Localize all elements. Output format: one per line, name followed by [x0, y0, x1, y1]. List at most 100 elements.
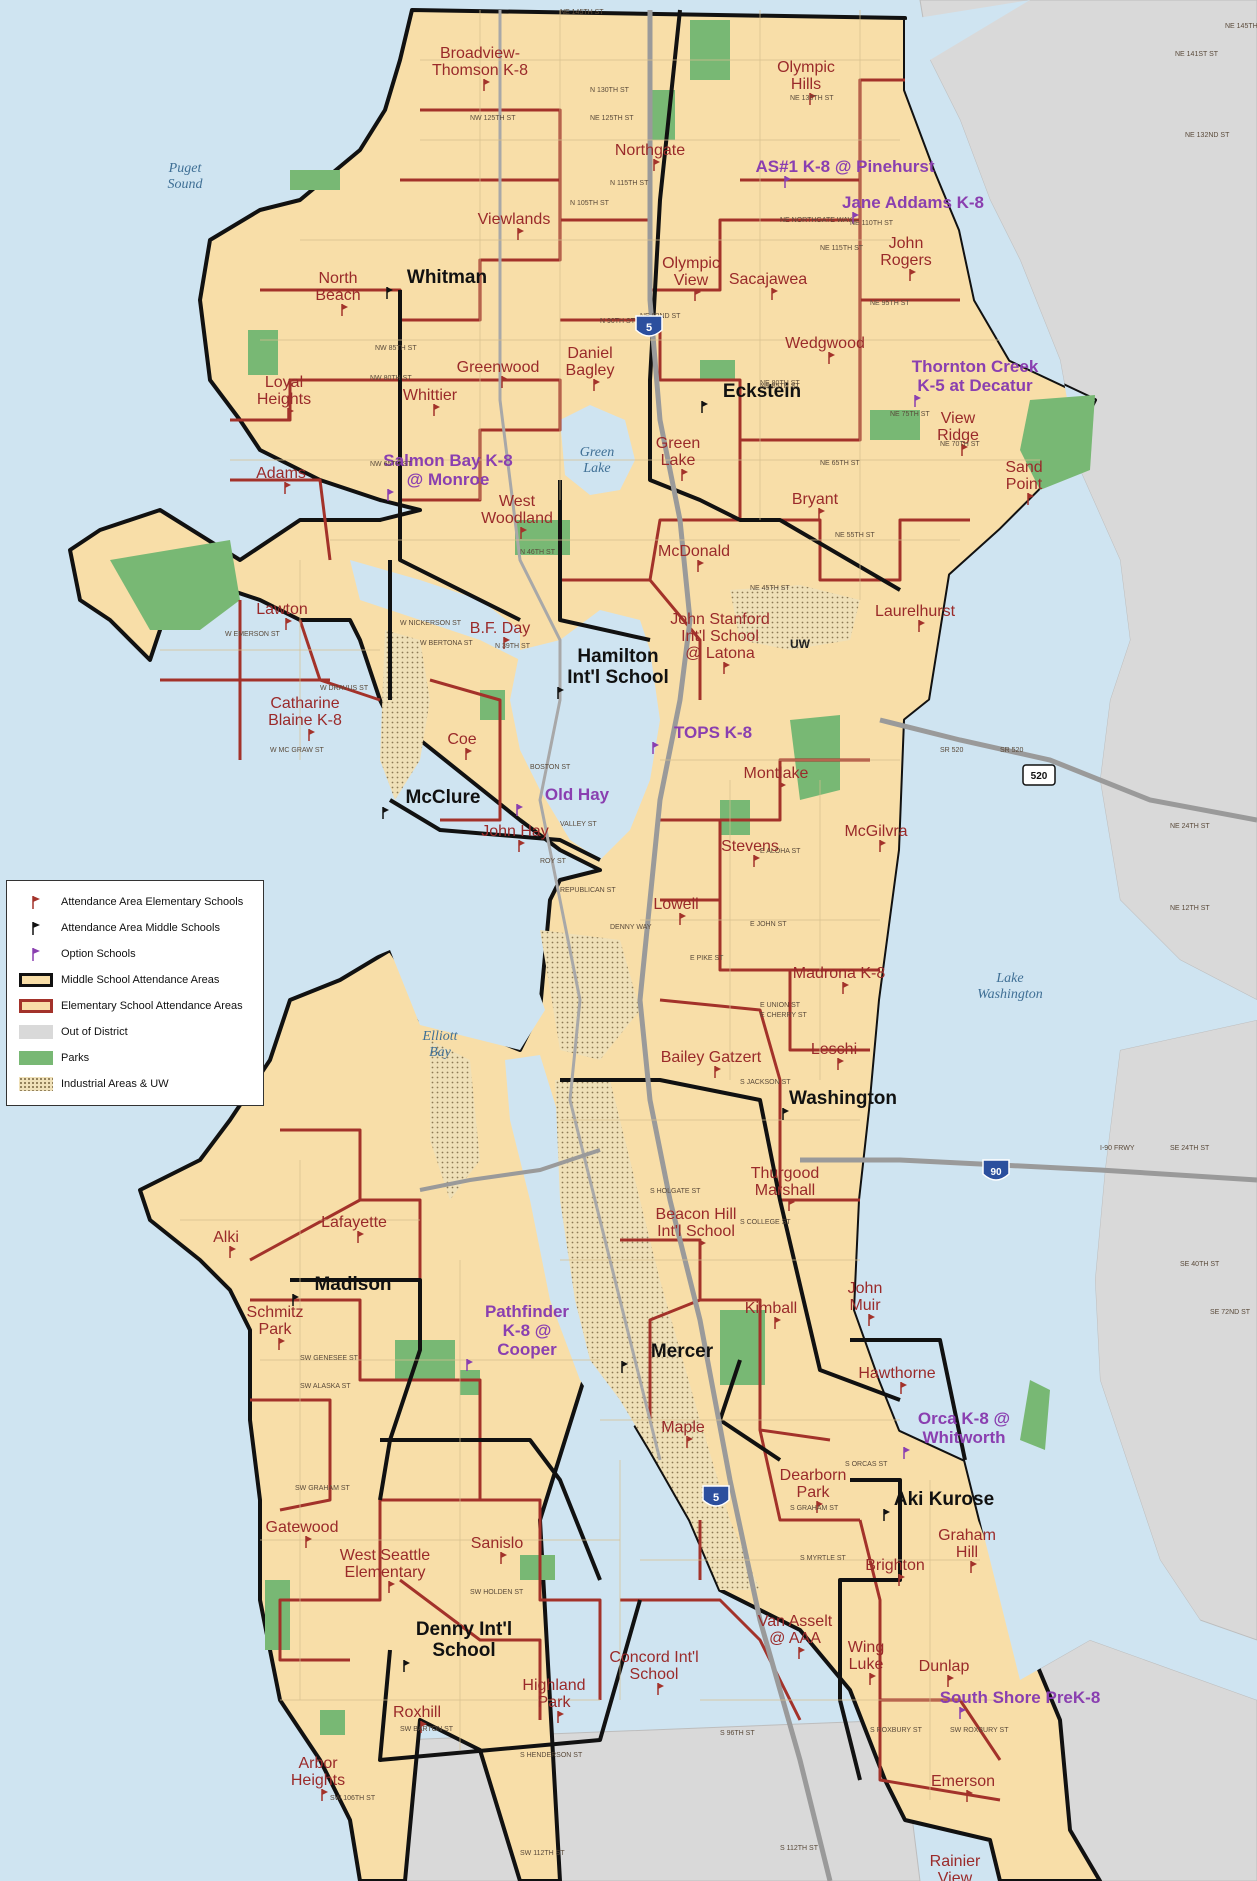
- school-flag-icon: [918, 620, 925, 632]
- street-label: S 96TH ST: [720, 1730, 755, 1737]
- school-flag-icon: [308, 729, 315, 741]
- street-label: SW GENESEE ST: [300, 1355, 359, 1362]
- school-flag-icon: [947, 1675, 954, 1687]
- school-flag-icon: [305, 1536, 312, 1548]
- school-label-aki-kurose: Aki Kurose: [894, 1489, 994, 1510]
- street-label: N 115TH ST: [610, 180, 649, 187]
- park-maple-leaf: [700, 360, 735, 380]
- school-marker-dunlap: Dunlap: [919, 1658, 969, 1687]
- park-discovery: [110, 540, 240, 630]
- school-flag-icon: [816, 1501, 823, 1513]
- school-label-south-shore: South Shore PreK-8: [940, 1688, 1101, 1707]
- street-label: NE NORTHGATE WAY: [780, 217, 852, 224]
- school-marker-madrona: Madrona K-8: [793, 965, 885, 994]
- street-label: N 130TH ST: [590, 87, 630, 94]
- school-label-alki: Alki: [213, 1229, 239, 1246]
- school-flag-icon: [420, 1721, 427, 1733]
- i5-shield-south: 5: [702, 1485, 730, 1507]
- school-flag-icon: [959, 1707, 966, 1719]
- street-label: NE 132ND ST: [1185, 132, 1230, 139]
- school-flag-icon: [621, 1361, 628, 1373]
- school-label-maple: Maple: [661, 1419, 705, 1436]
- street-label: E JOHN ST: [750, 921, 787, 928]
- street-label: NE 45TH ST: [750, 585, 790, 592]
- street-label: NE 110TH ST: [850, 220, 894, 227]
- street-label: SW HOLDEN ST: [470, 1589, 524, 1596]
- park-arboretum: [790, 715, 840, 800]
- school-label-old-hay: Old Hay: [545, 785, 610, 804]
- park-volunteer: [720, 800, 750, 835]
- school-marker-adams: Adams: [256, 465, 306, 494]
- school-flag-icon: [557, 687, 564, 699]
- legend-row-ms-areas: Middle School Attendance Areas: [17, 967, 255, 993]
- school-label-stevens: Stevens: [721, 838, 779, 855]
- school-label-northgate: Northgate: [615, 142, 685, 159]
- sodo: [555, 1080, 760, 1590]
- school-label-coe: Coe: [447, 731, 476, 748]
- street-label: N 39TH ST: [495, 643, 531, 650]
- street-label: SW 112TH ST: [520, 1850, 565, 1857]
- school-flag-icon: [501, 376, 508, 388]
- sr99-route: [498, 10, 662, 1461]
- school-marker-jane-addams: Jane Addams K-8: [842, 193, 984, 224]
- school-flag-icon: [852, 212, 859, 224]
- school-flag-icon: [828, 352, 835, 364]
- school-label-washington: Washington: [789, 1088, 897, 1109]
- ship-canal: [350, 560, 520, 660]
- street-label: SE 72ND ST: [1210, 1309, 1251, 1316]
- street-label: SW GRAHAM ST: [295, 1485, 351, 1492]
- school-marker-northgate: Northgate: [615, 142, 685, 171]
- elliott-bay-label: Elliott: [422, 1029, 459, 1044]
- school-flag-icon: [879, 840, 886, 852]
- park-camp-long: [460, 1370, 480, 1395]
- street-label: N 90TH ST: [600, 318, 636, 325]
- parks: [110, 20, 1095, 1735]
- street-label: NE 70TH ST: [940, 441, 980, 448]
- school-marker-hawthorne: Hawthorne: [858, 1365, 936, 1394]
- street-label: S JACKSON ST: [740, 1079, 791, 1086]
- svg-text:5: 5: [646, 322, 652, 334]
- street-label: S COLLEGE ST: [740, 1219, 791, 1226]
- school-marker-orca: Orca K-8 @Whitworth: [903, 1409, 1010, 1459]
- legend-label: Attendance Area Middle Schools: [61, 922, 220, 934]
- school-flag-icon: [697, 560, 704, 572]
- school-marker-as1: AS#1 K-8 @ Pinehurst: [755, 157, 935, 188]
- school-label-eckstein: Eckstein: [723, 381, 801, 402]
- school-marker-whitman: Whitman: [386, 267, 487, 299]
- school-flag-icon: [357, 1231, 364, 1243]
- street-label: SR 520: [1000, 747, 1023, 754]
- school-marker-leschi: Leschi: [811, 1041, 857, 1070]
- school-marker-salmon-bay: Salmon Bay K-8@ Monroe: [383, 451, 513, 501]
- street-label: W EMERSON ST: [225, 631, 281, 638]
- school-marker-aki-kurose: Aki Kurose: [883, 1489, 994, 1521]
- industrial-swatch: [17, 1075, 55, 1093]
- school-label-leschi: Leschi: [811, 1041, 857, 1058]
- green-lake-water-label: Green: [580, 445, 614, 460]
- street-label: VALLEY ST: [560, 821, 597, 828]
- school-flag-icon: [517, 228, 524, 240]
- school-flag-icon: [809, 93, 816, 105]
- street-label: E PIKE ST: [690, 955, 724, 962]
- street-label: N 46TH ST: [520, 549, 556, 556]
- school-flag-icon: [701, 401, 708, 413]
- school-label-whitman: Whitman: [407, 267, 487, 288]
- school-flag-icon: [653, 159, 660, 171]
